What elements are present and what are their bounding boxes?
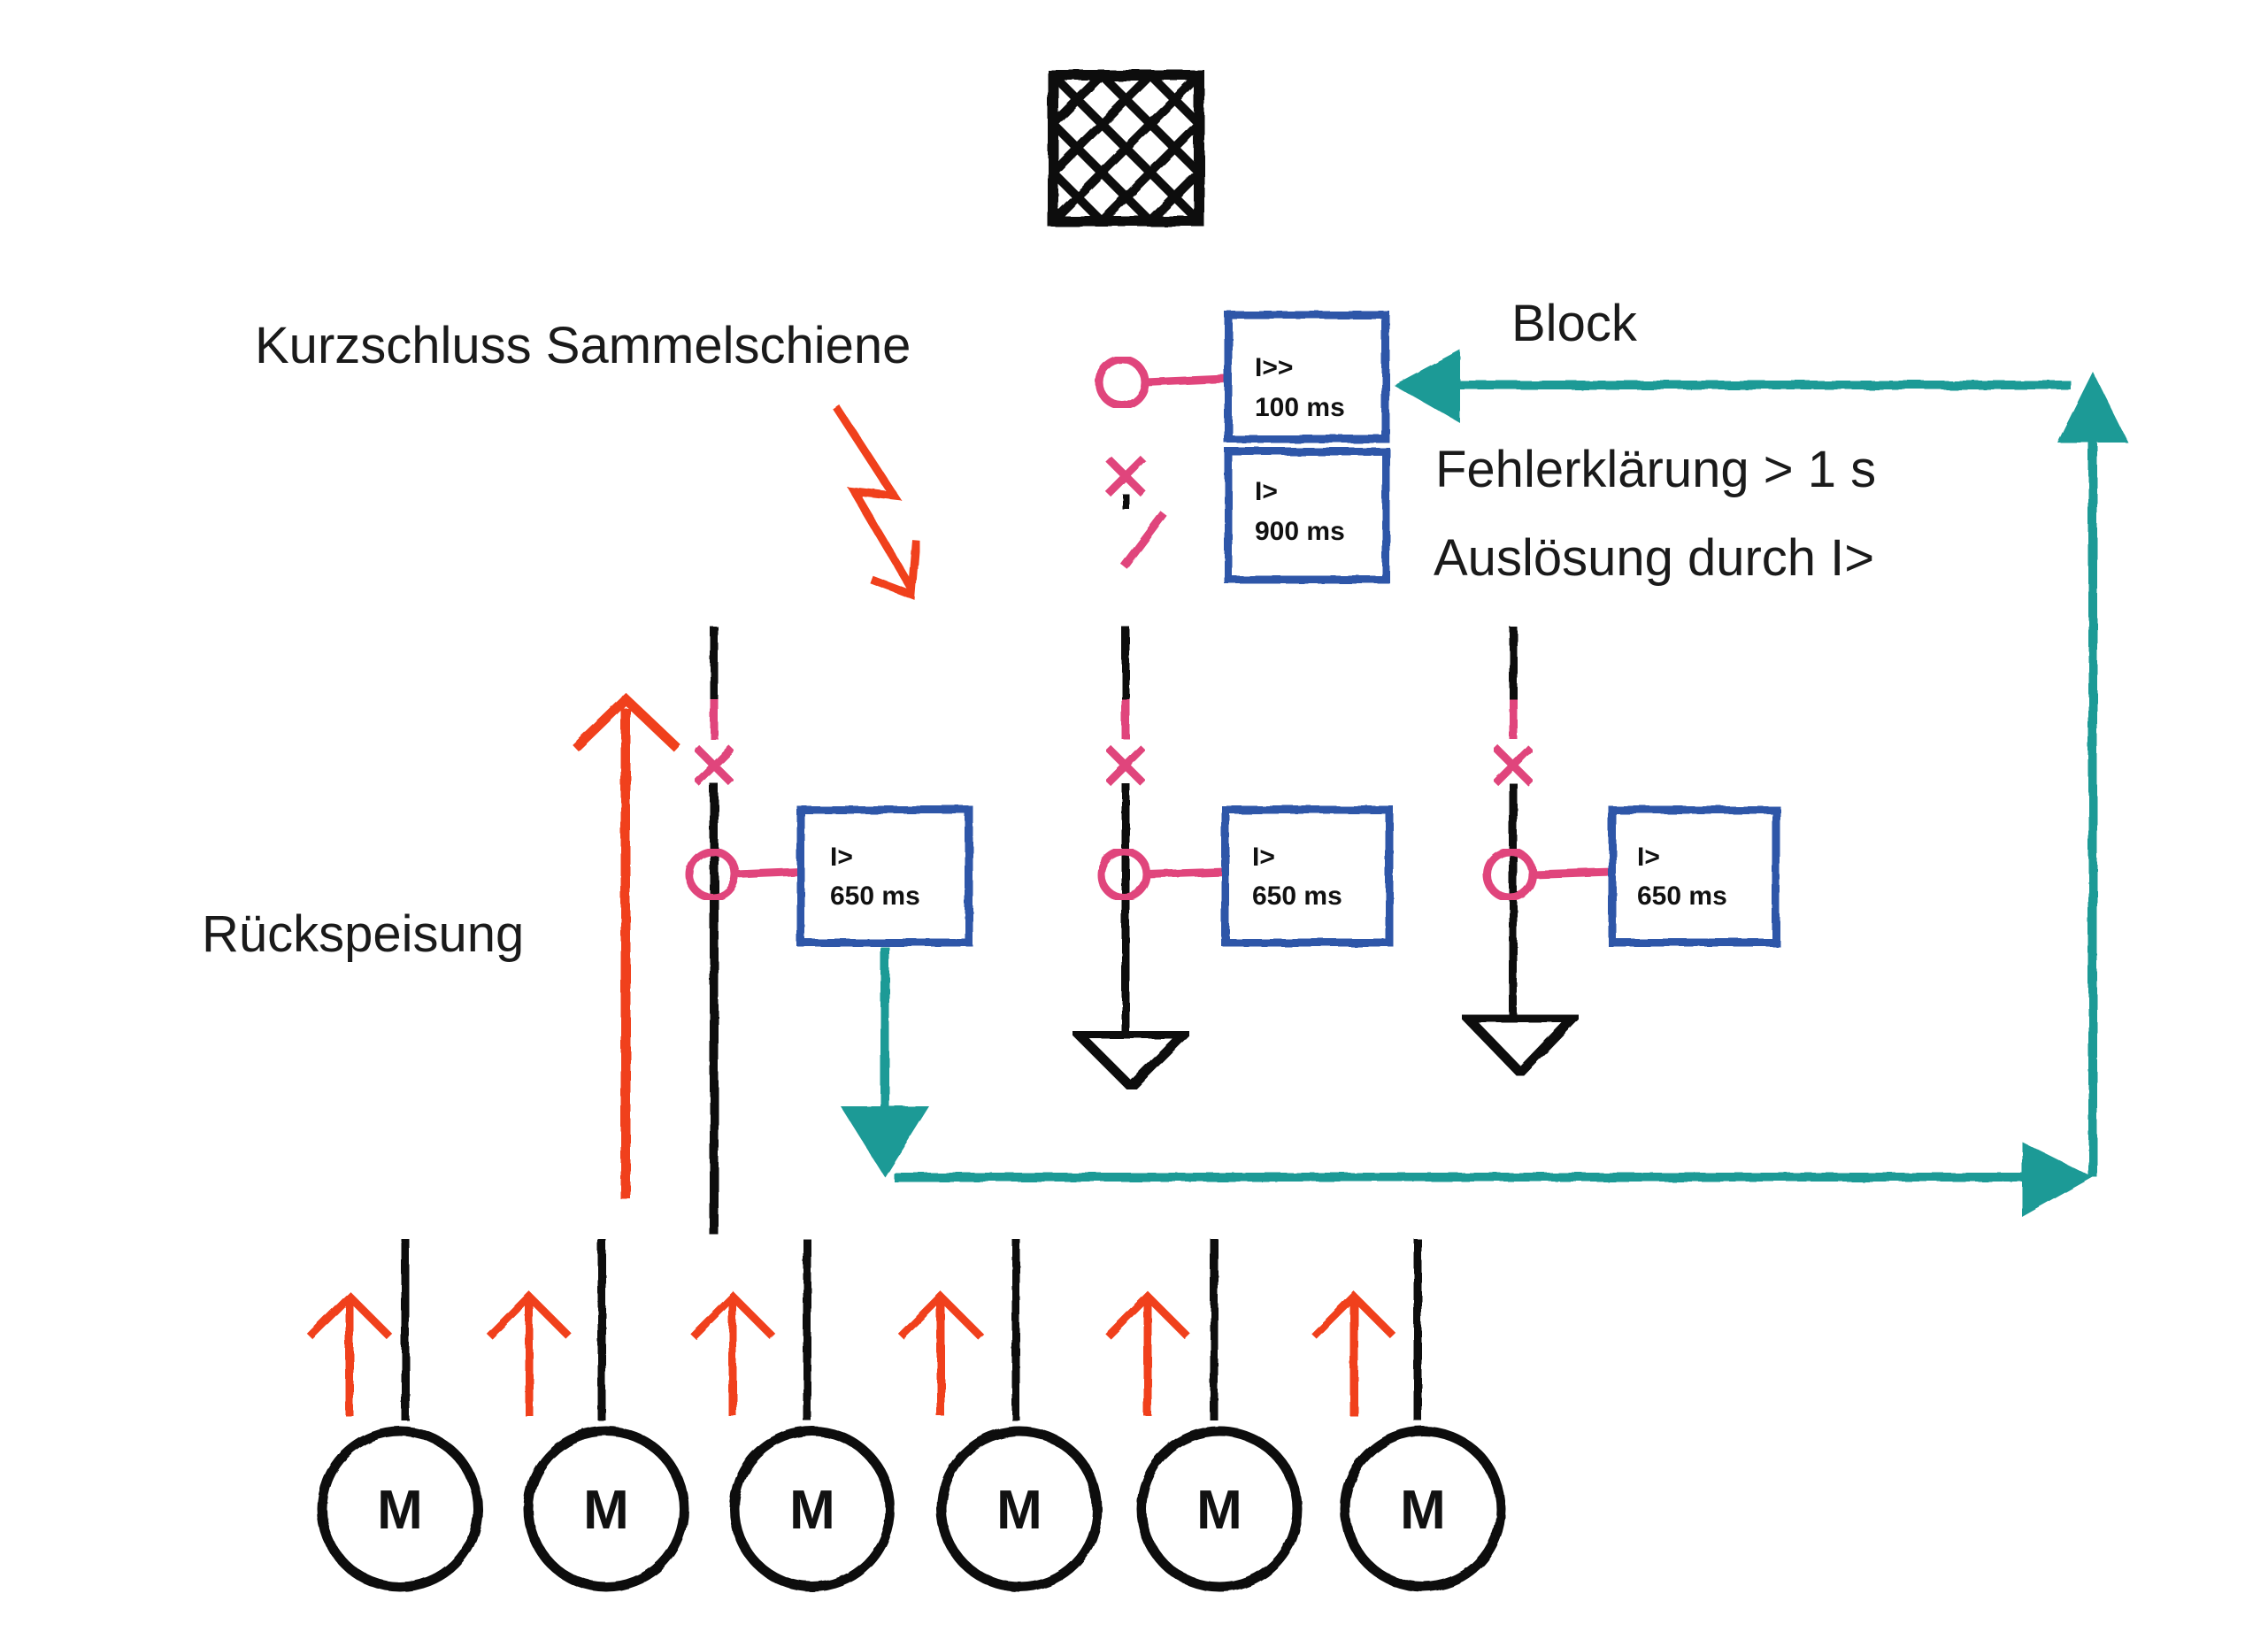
feeder-relay-1: I> 650 ms (796, 805, 973, 947)
motor-branches (306, 1239, 1422, 1420)
load-2-icon (1065, 1028, 1196, 1094)
feeder-2-line (1104, 627, 1147, 1034)
motor-2: M (523, 1426, 689, 1592)
feeder-3-current-transformer (1482, 847, 1613, 902)
motor-branch-5 (1104, 1239, 1219, 1420)
motor-1-label: M (377, 1480, 423, 1541)
feeder-relay-2-function: I> (1252, 843, 1275, 872)
motor-branch-6 (1311, 1239, 1422, 1420)
feeder-2-current-transformer (1096, 847, 1226, 902)
motor-2-label: M (583, 1480, 629, 1541)
fault-lightning-icon (833, 404, 920, 601)
motor-5-label: M (1196, 1480, 1242, 1541)
trip-label: Auslösung durch I> (1434, 529, 1874, 587)
motor-branch-4 (897, 1239, 1020, 1420)
feeder-relay-1-function: I> (830, 843, 853, 872)
feeder-relay-3: I> 650 ms (1608, 805, 1780, 947)
feeder-3-line (1492, 627, 1534, 1018)
motor-branch-2 (486, 1239, 606, 1420)
feeder-relay-2: I> 650 ms (1221, 805, 1394, 947)
block-label: Block (1511, 295, 1638, 352)
feeder-relay-2-delay: 650 ms (1252, 881, 1342, 911)
motor-branch-3 (689, 1239, 811, 1420)
incoming-relay-upper-delay: 100 ms (1255, 393, 1345, 422)
motor-4: M (936, 1426, 1103, 1592)
feeder-1-current-transformer (685, 847, 802, 902)
motor-3: M (729, 1426, 896, 1592)
incoming-breaker-open (1104, 455, 1167, 569)
motor-5: M (1136, 1426, 1303, 1592)
backfeed-label: Rückspeisung (202, 905, 524, 963)
grid-infeed-icon (1048, 70, 1204, 227)
motor-6-label: M (1400, 1480, 1446, 1541)
incoming-relay-upper: I>> 100 ms (1224, 311, 1390, 443)
feeder-relay-3-delay: 650 ms (1637, 881, 1727, 911)
incoming-current-transformer (1095, 355, 1226, 410)
load-3-icon (1456, 1012, 1585, 1080)
motor-4-label: M (996, 1480, 1042, 1541)
feeder-relay-3-function: I> (1637, 843, 1660, 872)
short-circuit-label: Kurzschluss Sammelschiene (255, 317, 911, 374)
motor-6: M (1340, 1426, 1506, 1592)
blocking-signal-path (841, 350, 2128, 1217)
incoming-relay-lower-delay: 900 ms (1255, 517, 1345, 546)
feeder-relay-1-delay: 650 ms (830, 881, 920, 911)
clearing-time-label: Fehlerklärung > 1 s (1435, 441, 1876, 498)
motor-1: M (317, 1426, 483, 1592)
incoming-relay-upper-function: I>> (1255, 353, 1293, 382)
feeder-1-line (693, 627, 735, 1235)
motor-branch-1 (306, 1239, 410, 1420)
backfeed-arrow (572, 692, 680, 1199)
incoming-relay-lower-function: I> (1255, 477, 1278, 506)
motor-3-label: M (789, 1480, 835, 1541)
incoming-relay-lower: I> 900 ms (1224, 447, 1390, 584)
